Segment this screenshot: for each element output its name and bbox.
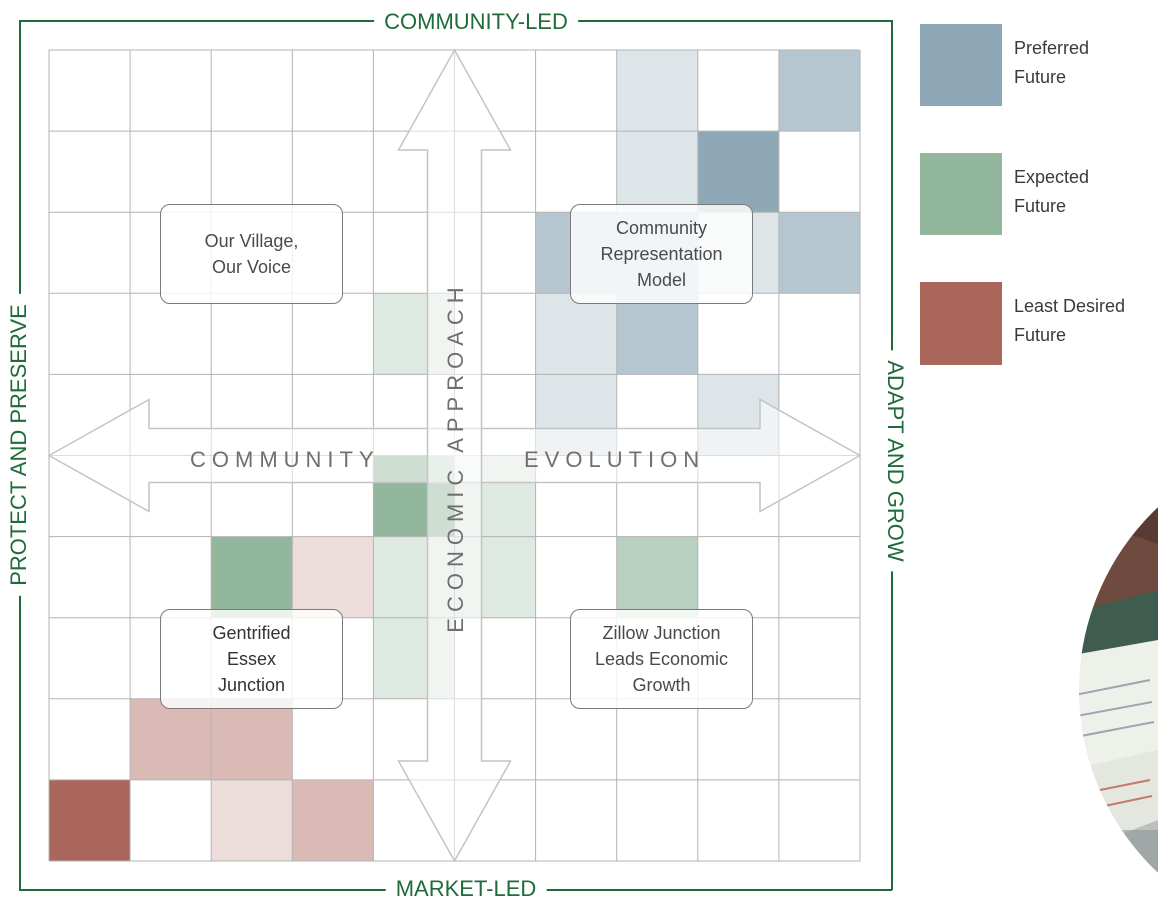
legend-label-least-desired: Least Desired Future (1014, 296, 1126, 345)
axis-label-adapt-grow: ADAPT AND GROW (882, 350, 908, 572)
grid-cell-preferred (697, 131, 779, 213)
legend-swatch-expected (920, 153, 1002, 235)
scenario-gentrified-essex: Gentrified Essex Junction (160, 609, 343, 709)
grid-cell-preferred (778, 212, 860, 294)
grid-cell-preferred (616, 50, 698, 132)
arrow-label-community: COMMUNITY (190, 447, 380, 472)
arrow-label-evolution: EVOLUTION (524, 447, 706, 472)
grid-cell-preferred (535, 293, 617, 375)
grid-cell-preferred (778, 50, 860, 132)
grid-cell-preferred (616, 293, 698, 375)
axis-label-protect-preserve: PROTECT AND PRESERVE (6, 294, 32, 596)
grid-cell-preferred (616, 131, 698, 213)
grid-cell-least-desired (49, 779, 131, 861)
legend-swatch-least-desired (920, 282, 1002, 365)
scenario-our-village: Our Village, Our Voice (160, 204, 343, 304)
axis-label-community-led: COMMUNITY-LED (374, 9, 578, 35)
grid-cell-least-desired (211, 698, 293, 780)
grid-cell-least-desired (292, 779, 374, 861)
legend-label-preferred: Preferred Future (1014, 38, 1090, 87)
scenario-zillow-junction: Zillow Junction Leads Economic Growth (570, 609, 753, 709)
legend-swatch-preferred (920, 24, 1002, 106)
grid-cell-least-desired (130, 698, 212, 780)
grid-cell-expected (616, 536, 698, 618)
grid-cell-expected (211, 536, 293, 618)
grid-cell-least-desired (211, 779, 293, 861)
axis-label-market-led: MARKET-LED (385, 876, 547, 902)
arrow-label-economic-approach: ECONOMIC APPROACH (443, 281, 468, 633)
workshop-photo (1077, 490, 1158, 890)
grid-cell-least-desired (292, 536, 374, 618)
scenario-community-representation: Community Representation Model (570, 204, 753, 304)
legend-label-expected: Expected Future (1014, 167, 1090, 216)
vertical-arrow (397, 48, 512, 863)
